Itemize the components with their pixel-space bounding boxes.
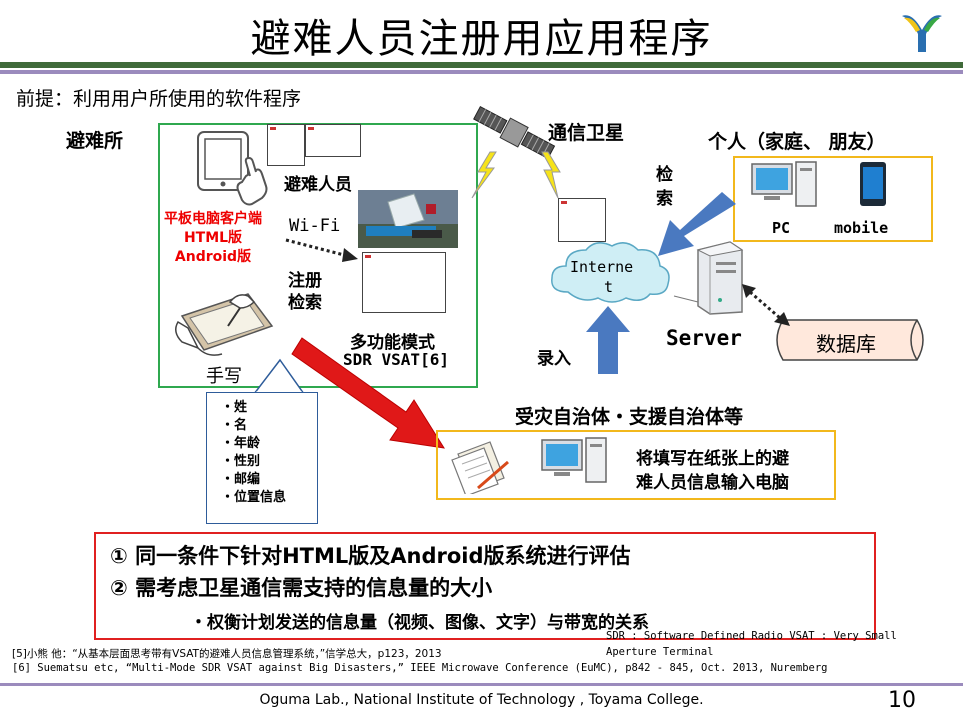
footer-divider (0, 683, 963, 686)
reference-item: [6] Suematsu etc, “Multi-Mode SDR VSAT a… (12, 662, 828, 674)
pc-icon (751, 161, 817, 207)
internet-cloud-icon (551, 242, 670, 303)
wifi-dotted-arrow (285, 238, 358, 262)
database-label: 数据库 (816, 332, 876, 356)
lightning-bolt-icon (471, 151, 497, 199)
server-label: Server (666, 326, 742, 350)
search-arrow-label: 索 (656, 189, 673, 209)
image-placeholder (267, 124, 305, 166)
database-icon (776, 319, 924, 361)
satellite-label: 通信卫星 (548, 122, 625, 144)
result-subitem: ・权衡计划发送的信息量（视频、图像、文字）与带宽的关系 (190, 613, 649, 633)
wifi-label: Wi-Fi (289, 216, 341, 236)
premise-text: 前提：利用用户所使用的软件程序 (16, 88, 302, 110)
footer-text: Oguma Lab., National Institute of Techno… (259, 692, 704, 708)
lightning-bolt-icon (541, 151, 561, 199)
field-item: ・年龄 (221, 436, 261, 451)
image-placeholder (362, 252, 446, 313)
fields-callout: ・姓 ・名 ・年龄 ・性别 ・邮编 ・位置信息 (206, 392, 318, 524)
search-arrow (658, 192, 736, 256)
field-item: ・名 (221, 418, 248, 433)
tablet-client-label: 平板电脑客户端 (164, 211, 262, 227)
android-version-label: Android版 (174, 249, 252, 265)
input-arrow (586, 306, 630, 374)
internet-label: t (604, 278, 614, 296)
results-box (94, 532, 876, 640)
reference-item: [5]小熊 他：“从基本层面思考带有VSAT的避难人员信息管理系统，”信学总大，… (12, 648, 442, 660)
abbreviation-note: SDR : Software Defined Radio VSAT : Very… (606, 630, 897, 642)
internet-label: Interne (570, 258, 634, 276)
handwriting-icon (175, 293, 274, 356)
callout-pointer (252, 358, 306, 395)
personal-label: 个人（家庭、 朋友） (708, 131, 886, 153)
organizations-box (436, 430, 836, 500)
result-item: ② 需考虑卫星通信需支持的信息量的大小 (110, 576, 493, 600)
mobile-label: mobile (834, 219, 889, 237)
page-title: 避难人员注册用应用程序 (250, 16, 713, 62)
red-flow-arrow (291, 337, 445, 449)
abbreviation-note: Aperture Terminal (606, 646, 714, 658)
search-arrow-label: 检 (656, 165, 673, 185)
organizations-label: 受灾自治体・支援自治体等 (515, 406, 744, 428)
html-version-label: HTML版 (183, 230, 243, 246)
server-icon (696, 241, 744, 315)
mobile-icon (860, 162, 886, 206)
result-item: ① 同一条件下针对HTML版及Android版系统进行评估 (110, 544, 631, 568)
pc-label: PC (772, 219, 791, 237)
database-dotted-arrow (742, 284, 790, 326)
input-label: 录入 (537, 349, 571, 369)
paper-document-icon (451, 441, 509, 494)
shelter-label: 避难所 (66, 130, 124, 152)
personal-box (733, 156, 933, 242)
evacuee-label: 避难人员 (284, 175, 352, 195)
field-item: ・位置信息 (221, 490, 287, 505)
multi-mode-label: 多功能模式 (350, 333, 435, 353)
organizations-desc-line: 将填写在纸张上的避 (636, 449, 789, 469)
handwriting-label: 手写 (206, 366, 242, 387)
search-label: 检索 (288, 293, 322, 313)
image-placeholder (558, 198, 606, 242)
satellite-icon (473, 105, 556, 160)
vsat-antenna-photo (358, 190, 458, 248)
image-placeholder (305, 124, 361, 157)
college-logo-icon (902, 15, 942, 52)
tablet-touch-icon (197, 131, 268, 206)
header-divider (0, 62, 963, 68)
pc-icon (541, 437, 607, 483)
sdr-vsat-label: SDR VSAT[6] (343, 350, 449, 369)
register-label: 注册 (288, 271, 322, 291)
organizations-desc-line: 难人员信息输入电脑 (636, 473, 789, 493)
field-item: ・性别 (221, 454, 261, 469)
field-item: ・邮编 (221, 472, 261, 487)
header-accent-line (0, 70, 963, 74)
field-item: ・姓 (221, 400, 248, 415)
page-number: 10 (888, 688, 916, 713)
connector-line (673, 295, 699, 303)
